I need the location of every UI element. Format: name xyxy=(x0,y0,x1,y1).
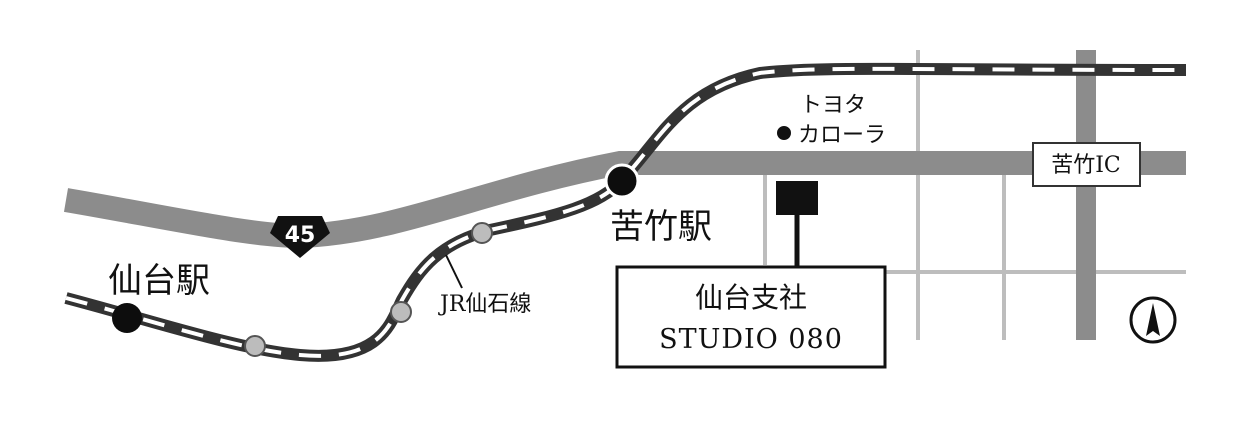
nigatake-station-marker xyxy=(604,163,640,199)
office-location-marker xyxy=(776,181,818,215)
street-grid xyxy=(763,50,1186,340)
interchange-box xyxy=(1032,142,1141,187)
railway-label: JR仙石線 xyxy=(438,292,531,317)
sendai-station-label: 仙台駅 xyxy=(108,261,210,301)
north-arrow-icon xyxy=(1129,296,1177,344)
office-subtitle: STUDIO 080 xyxy=(659,324,843,355)
nigatake-station-label: 苦竹駅 xyxy=(610,207,712,247)
minor-station xyxy=(390,301,412,323)
minor-stations xyxy=(244,222,493,357)
railway-label-leader xyxy=(445,254,463,289)
minor-station xyxy=(244,335,266,357)
office-name: 仙台支社 xyxy=(695,281,807,314)
landmark-dot xyxy=(777,126,791,140)
office-box xyxy=(615,265,887,369)
interchange-label: 苦竹IC xyxy=(1051,153,1121,178)
route-45-shield-icon: 45 xyxy=(270,216,330,258)
landmark-label-line2: カローラ xyxy=(798,123,886,148)
railway-line xyxy=(64,62,1187,362)
route-number: 45 xyxy=(285,223,316,248)
minor-station xyxy=(471,222,493,244)
sendai-station-marker xyxy=(112,303,142,333)
landmark-label-line1: トヨタ xyxy=(800,93,866,118)
